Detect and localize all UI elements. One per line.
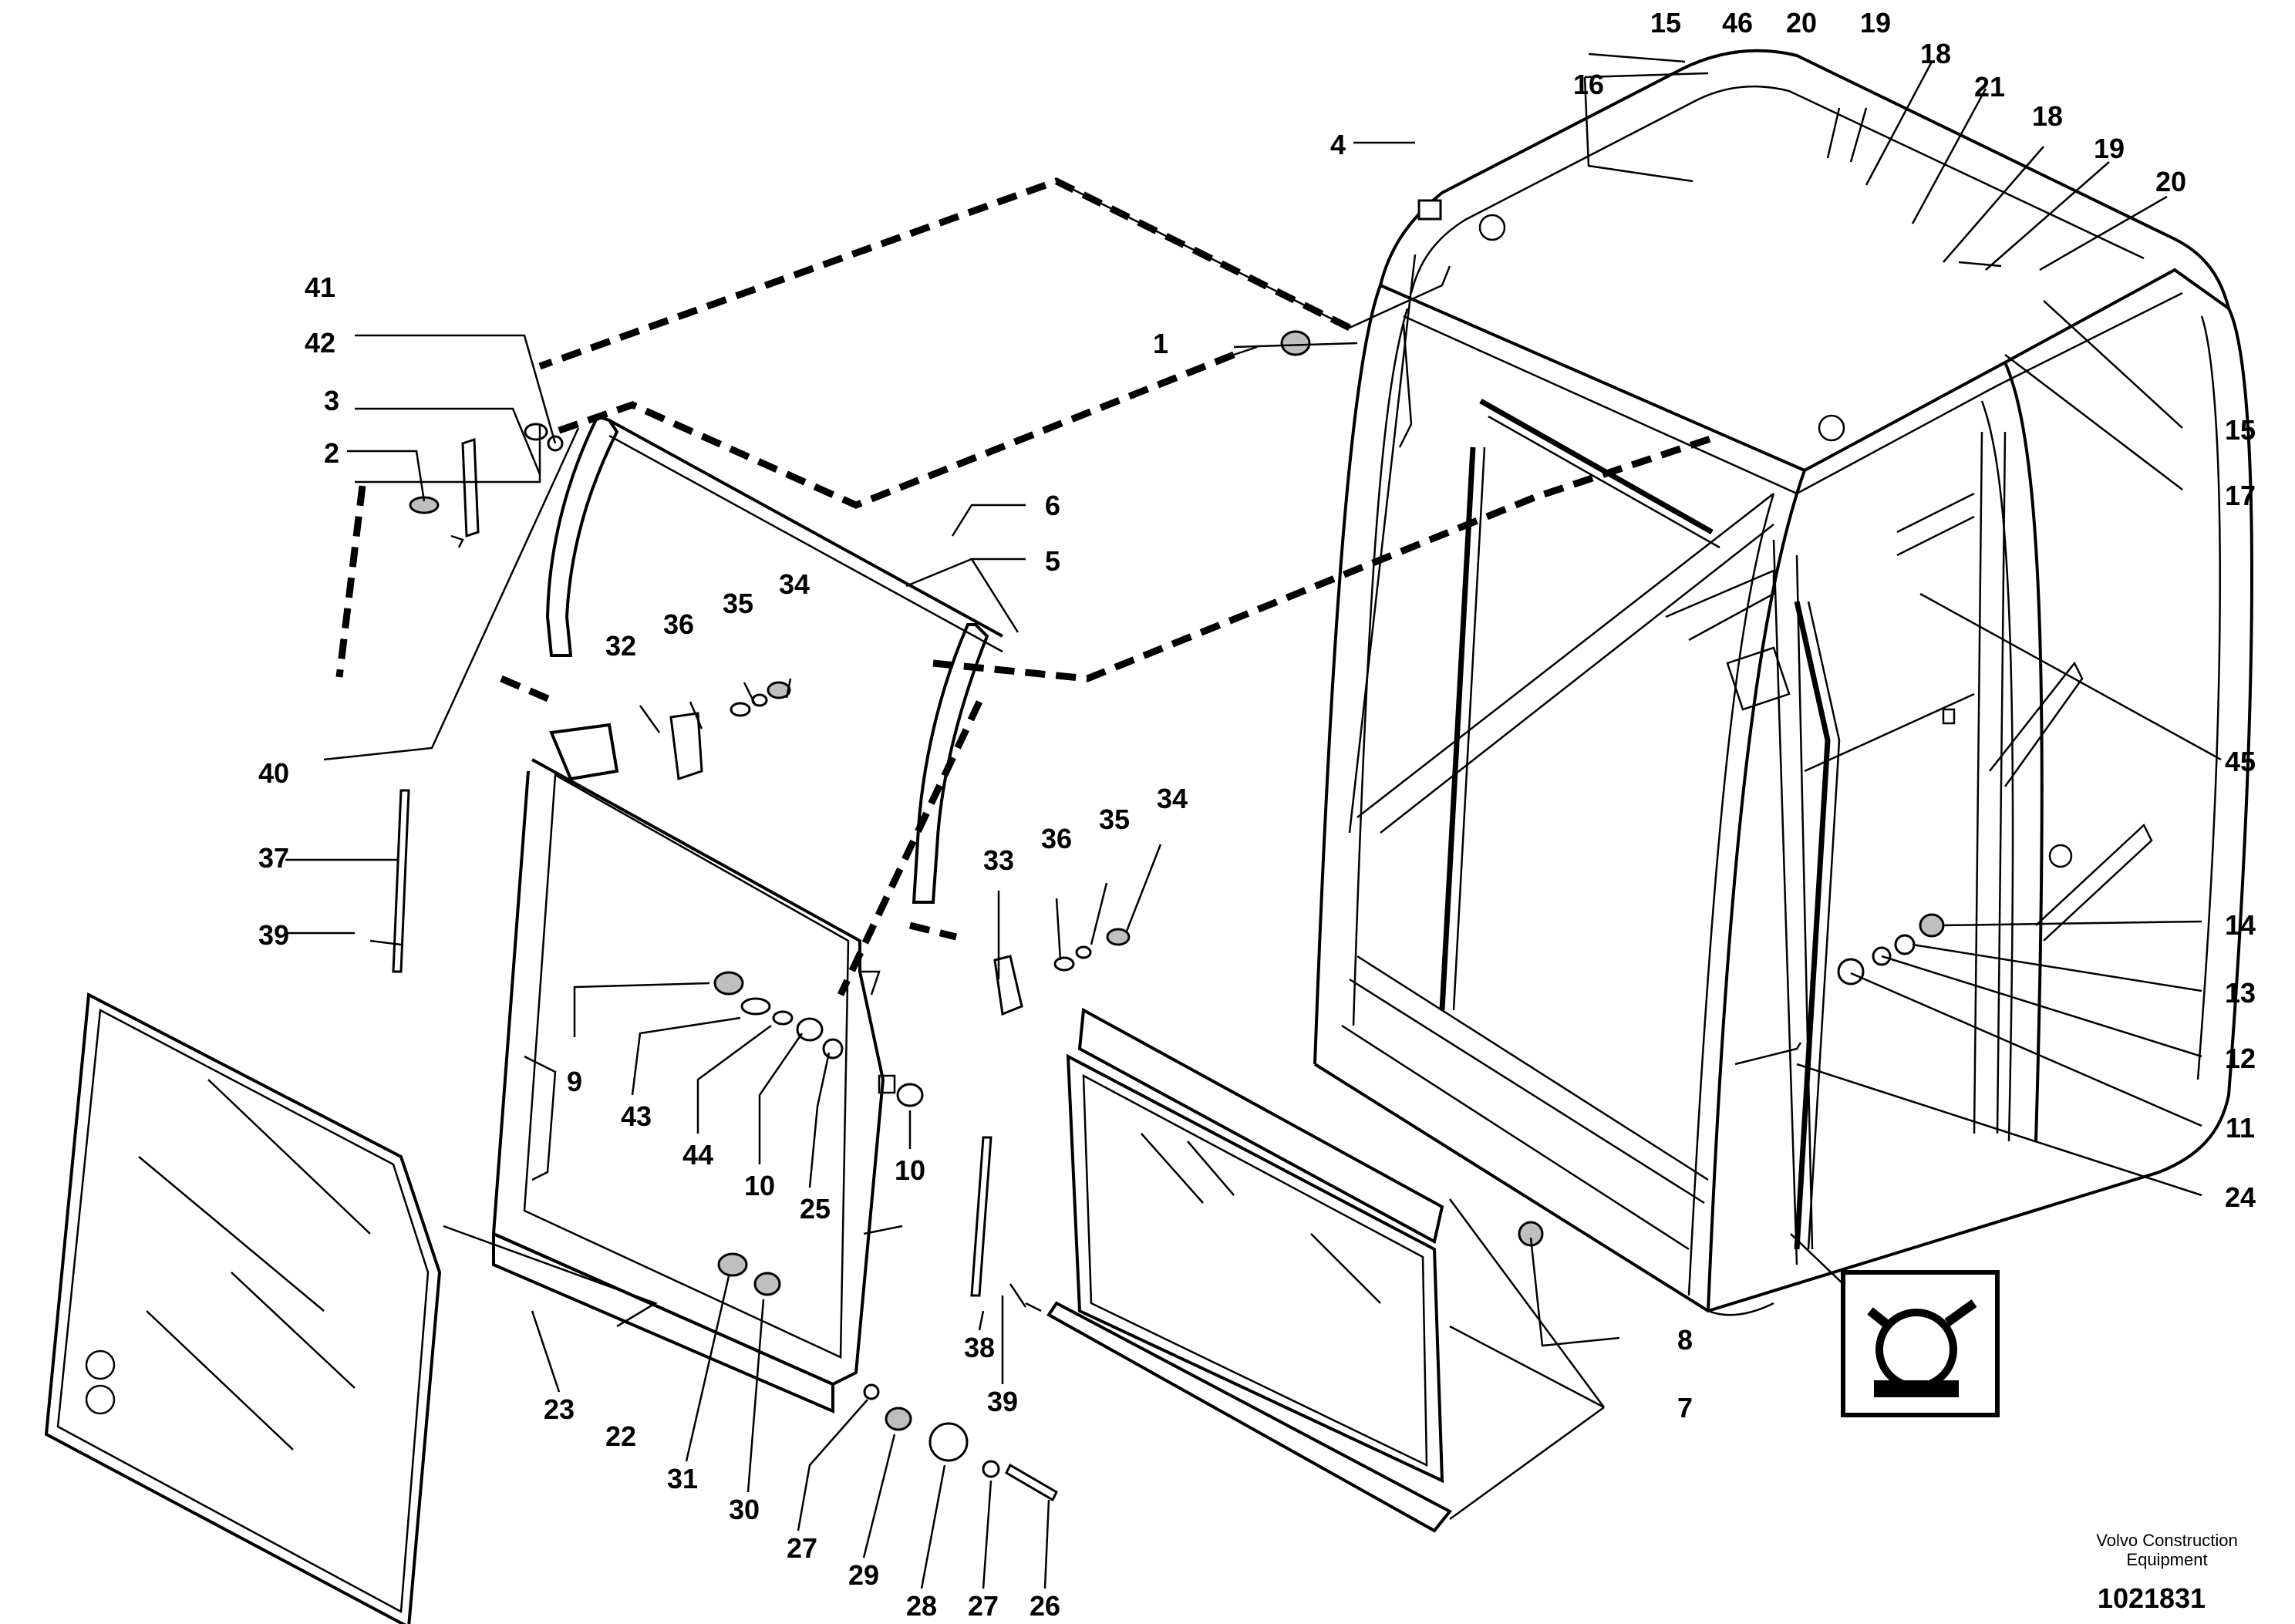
callout-34: 34	[779, 568, 810, 600]
cab-frame	[1313, 49, 2253, 1316]
callout-24: 24	[2225, 1181, 2256, 1213]
callout-14: 14	[2225, 909, 2256, 941]
callout-8: 8	[1677, 1324, 1693, 1356]
lower-front-glass	[1046, 1007, 1453, 1533]
callout-5: 5	[1045, 545, 1060, 577]
callout-22: 22	[605, 1420, 636, 1452]
callout-35: 35	[1099, 804, 1130, 835]
callout-19: 19	[1860, 7, 1891, 39]
callout-27: 27	[787, 1532, 817, 1564]
callout-43: 43	[621, 1100, 652, 1132]
callout-13: 13	[2225, 977, 2256, 1009]
callout-38: 38	[964, 1332, 995, 1363]
callout-7: 7	[1677, 1392, 1693, 1424]
callout-17: 17	[2225, 480, 2256, 511]
callout-46: 46	[1722, 7, 1753, 39]
callout-6: 6	[1045, 490, 1060, 521]
leader-lines	[285, 52, 2222, 1589]
document-number: 1021831	[2098, 1582, 2206, 1614]
callout-45: 45	[2225, 746, 2256, 777]
callout-20: 20	[1786, 7, 1817, 39]
callout-10: 10	[744, 1170, 775, 1201]
callout-25: 25	[800, 1193, 831, 1225]
publisher-credit-line2: Equipment	[2126, 1550, 2207, 1569]
callout-35: 35	[723, 588, 753, 619]
callout-15: 15	[2225, 414, 2256, 446]
callout-19: 19	[2094, 133, 2125, 164]
callout-20: 20	[2155, 166, 2186, 197]
callout-41: 41	[305, 271, 335, 303]
callout-32: 32	[605, 630, 636, 662]
callout-16: 16	[1573, 69, 1604, 100]
callout-1: 1	[1153, 328, 1168, 359]
callout-39: 39	[258, 919, 289, 951]
callout-42: 42	[305, 327, 335, 359]
callout-36: 36	[663, 608, 694, 640]
callout-21: 21	[1974, 71, 2005, 103]
callout-26: 26	[1030, 1590, 1060, 1622]
wiper-arm-assembly	[545, 414, 1003, 904]
callout-18: 18	[1920, 38, 1951, 69]
seat-belt-warning-icon	[1790, 1233, 2000, 1417]
callout-28: 28	[906, 1590, 937, 1622]
callout-11: 11	[2226, 1112, 2255, 1144]
callout-12: 12	[2225, 1043, 2256, 1074]
door-frame	[491, 723, 896, 1414]
gas-strut	[409, 423, 564, 548]
callout-31: 31	[667, 1463, 698, 1494]
callout-33: 33	[983, 844, 1014, 876]
callout-15: 15	[1650, 7, 1681, 39]
callout-10: 10	[895, 1154, 925, 1186]
upper-window-outline	[335, 177, 1721, 996]
callout-34: 34	[1157, 783, 1188, 814]
callout-18: 18	[2032, 100, 2063, 132]
callout-23: 23	[544, 1393, 575, 1425]
callout-29: 29	[848, 1559, 879, 1591]
callout-36: 36	[1041, 823, 1072, 854]
callout-37: 37	[258, 842, 289, 874]
callout-2: 2	[324, 437, 339, 469]
callout-27: 27	[968, 1590, 999, 1622]
callout-30: 30	[729, 1494, 760, 1525]
callout-44: 44	[682, 1139, 713, 1171]
footer: Volvo Construction Equipment 1021831	[2096, 1531, 2237, 1614]
hinge-strips	[369, 789, 1042, 1312]
callout-9: 9	[567, 1066, 582, 1097]
callout-4: 4	[1330, 129, 1346, 160]
callout-3: 3	[324, 385, 339, 416]
publisher-credit-line1: Volvo Construction	[2096, 1531, 2237, 1550]
callout-labels: 15 46 20 19 18 21 16 18 19 20 4 1 15 17 …	[258, 7, 2256, 1622]
callout-39: 39	[987, 1386, 1018, 1417]
callout-40: 40	[258, 757, 289, 789]
door-glass	[44, 992, 442, 1624]
door-hardware	[669, 199, 1945, 1502]
